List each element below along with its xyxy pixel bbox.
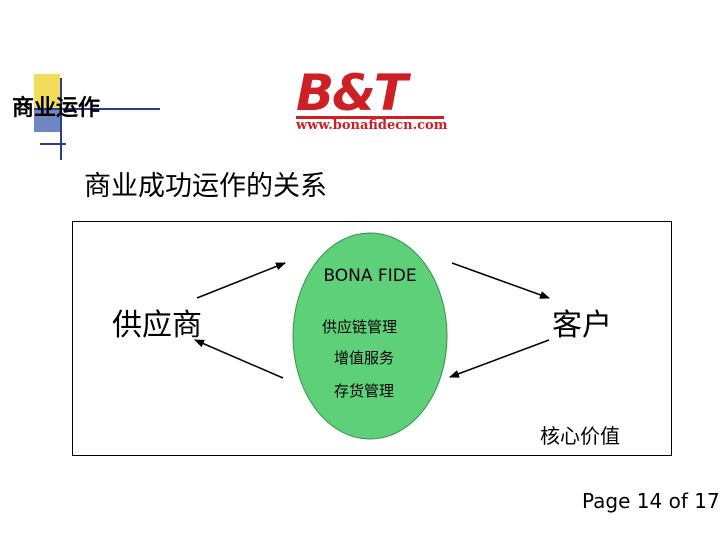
header-decoration-line (60, 78, 62, 160)
arrow-company-to-customer (451, 262, 550, 299)
logo-underline (296, 116, 444, 119)
service-item: 供应链管理 (322, 318, 398, 336)
slide-subtitle: 商业成功运作的关系 (84, 171, 327, 202)
bona-fide-oval (292, 232, 448, 440)
service-item: 存货管理 (334, 382, 395, 400)
company-logo: B&T www.bonafidecn.com (296, 64, 448, 136)
service-item: 增值服务 (334, 349, 395, 367)
logo-url: www.bonafidecn.com (296, 118, 448, 133)
header-decoration-line (40, 143, 66, 145)
arrow-supplier-to-company (196, 262, 286, 299)
header-title: 商业运作 (12, 95, 101, 121)
supplier-label: 供应商 (112, 308, 202, 343)
header-decoration-line (34, 108, 160, 110)
diagram-frame (72, 221, 672, 456)
company-name: BONA FIDE (323, 266, 417, 286)
customer-label: 客户 (552, 308, 612, 343)
logo-brand: B&T (296, 64, 408, 122)
page-number: Page 14 of 17 (582, 489, 720, 513)
header-decoration-yellow (34, 74, 60, 108)
core-value-label: 核心价值 (540, 424, 620, 448)
arrow-customer-to-company (449, 339, 550, 378)
arrow-company-to-supplier (194, 339, 284, 379)
header-decoration-blue (34, 110, 60, 132)
